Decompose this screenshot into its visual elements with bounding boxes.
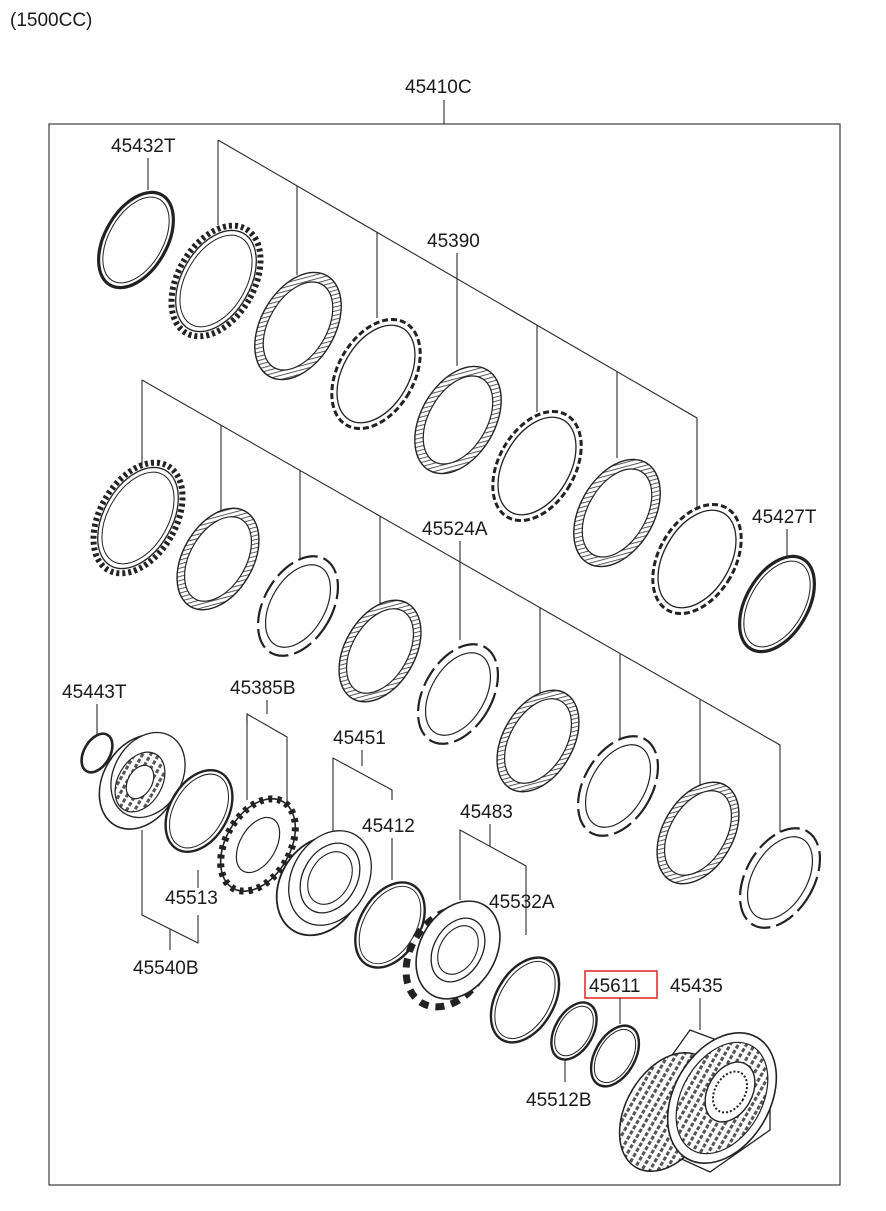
drum-45435 xyxy=(618,1029,778,1173)
spring-retainer-45385B xyxy=(217,795,299,895)
snap-ring-45427T xyxy=(738,554,816,654)
part-label-45443T: 45443T xyxy=(62,682,127,703)
seal-45532A xyxy=(489,956,561,1044)
part-label-45532A: 45532A xyxy=(489,892,555,913)
bracket-45540B xyxy=(141,830,199,944)
assembly-frame xyxy=(48,123,841,1186)
part-label-45390: 45390 xyxy=(427,231,480,252)
snap-ring-45432T xyxy=(97,190,175,290)
upper-row-leader xyxy=(217,139,698,510)
highlight-box-45611 xyxy=(584,970,658,999)
middle-disc-row xyxy=(90,459,822,929)
part-label-45385B: 45385B xyxy=(230,678,296,699)
seal-ring-45611 xyxy=(589,1024,641,1088)
part-label-45524A: 45524A xyxy=(422,519,488,540)
part-label-45451: 45451 xyxy=(333,728,386,749)
part-label-45432T: 45432T xyxy=(111,136,176,157)
upper-disc-row xyxy=(168,222,743,616)
piston-45451 xyxy=(275,830,372,937)
part-label-45512B: 45512B xyxy=(526,1090,592,1111)
part-label-45412: 45412 xyxy=(362,816,415,837)
part-label-45483: 45483 xyxy=(460,802,513,823)
hub-45483 xyxy=(402,900,501,1011)
part-label-45513: 45513 xyxy=(165,888,218,909)
part-label-45435: 45435 xyxy=(670,976,723,997)
part-label-45611[interactable]: 45611 xyxy=(589,976,640,997)
seal-ring-45512B xyxy=(550,1001,598,1061)
snap-ring-45443T xyxy=(80,732,114,774)
part-label-45427T: 45427T xyxy=(752,507,817,528)
middle-row-leader xyxy=(141,379,781,832)
assembly-label: 45410C xyxy=(405,77,472,98)
seal-45513 xyxy=(164,769,234,853)
piston-45540B xyxy=(98,731,186,830)
part-label-45540B: 45540B xyxy=(133,958,199,979)
variant-label: (1500CC) xyxy=(10,10,92,31)
